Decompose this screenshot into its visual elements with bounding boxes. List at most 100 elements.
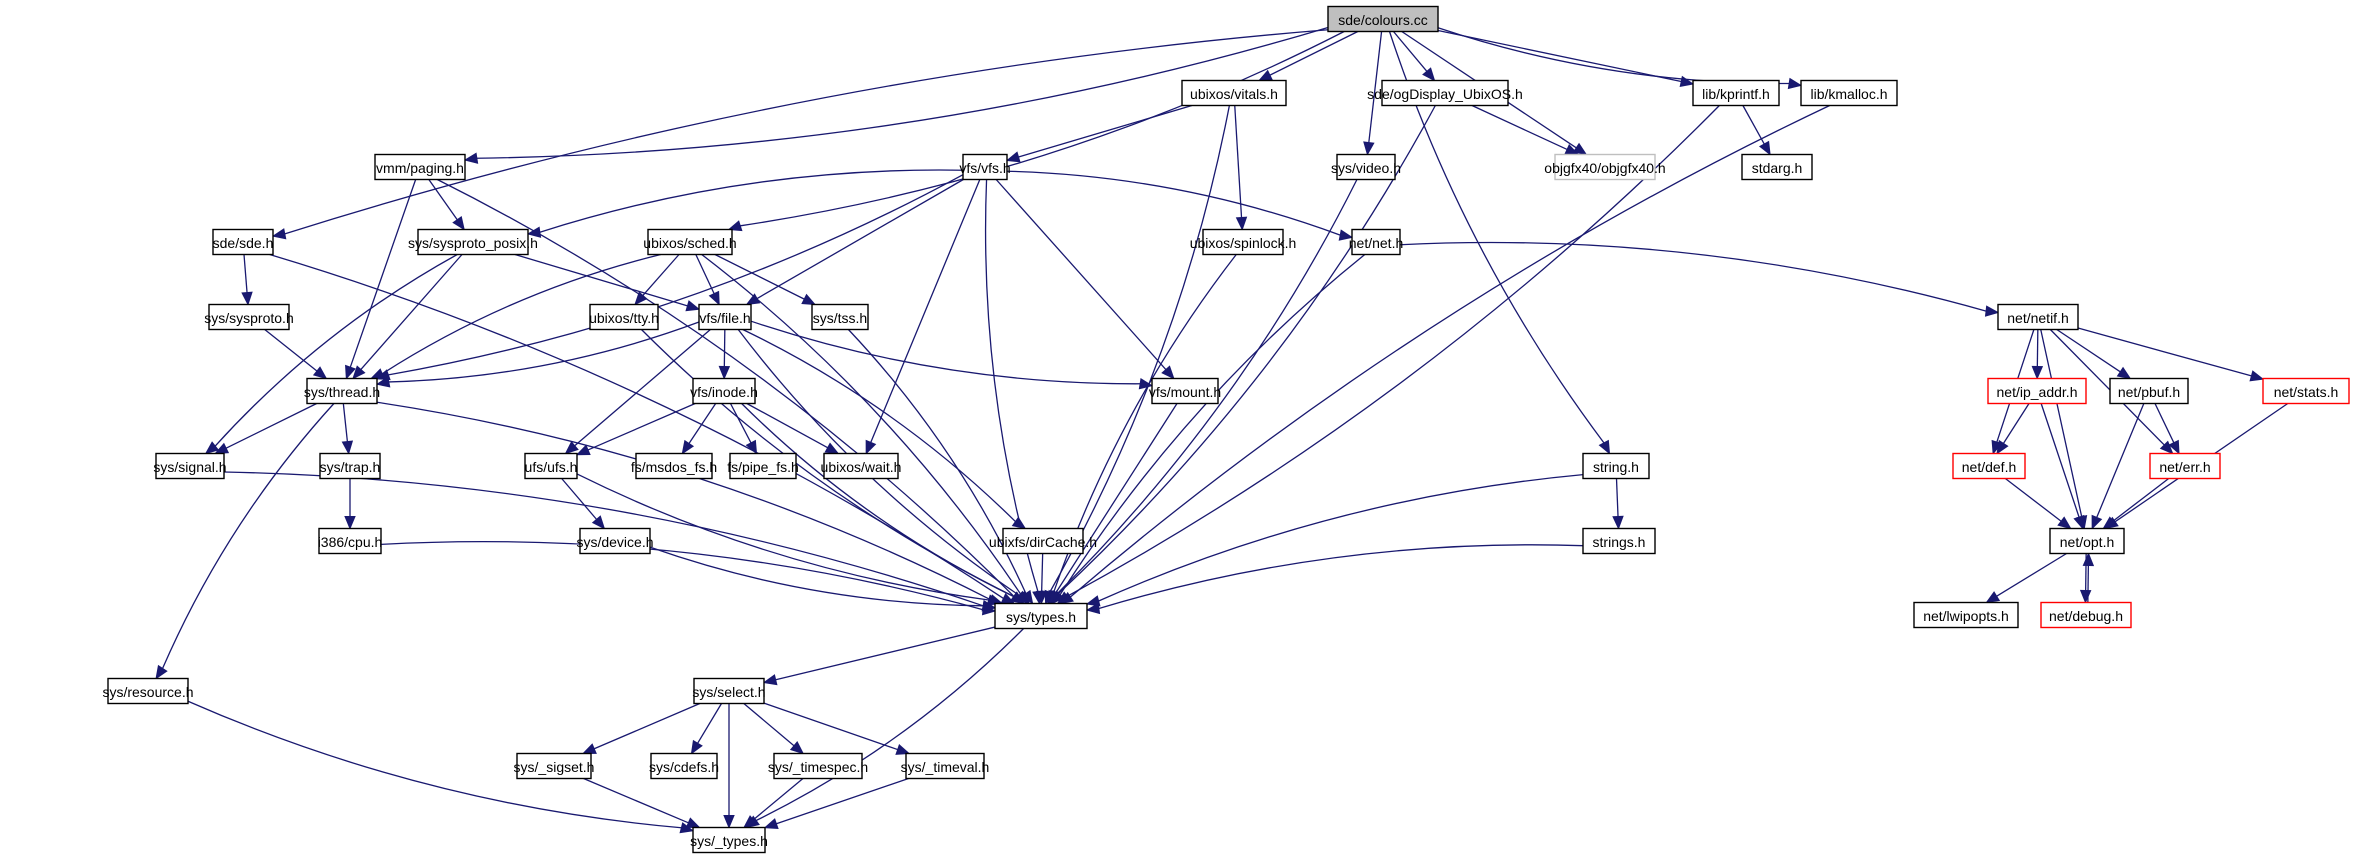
node--types[interactable]: sys/_types.h: [690, 826, 768, 854]
edge-line: [2040, 403, 2080, 518]
edge-line: [1742, 105, 1765, 145]
edge-arrowhead: [1011, 516, 1027, 530]
edge-arrowhead: [241, 291, 253, 306]
node-stats[interactable]: net/stats.h: [2262, 377, 2350, 405]
node-pbuf[interactable]: net/pbuf.h: [2109, 377, 2189, 405]
node-cpu[interactable]: i386/cpu.h: [318, 527, 383, 555]
node-ufs[interactable]: ufs/ufs.h: [524, 452, 578, 480]
node-def[interactable]: net/def.h: [1952, 452, 2026, 480]
edge-line: [1049, 105, 1231, 593]
edge-arrowhead: [1048, 589, 1061, 605]
edge-line: [2087, 565, 2090, 603]
node-debug[interactable]: net/debug.h: [2040, 601, 2132, 629]
edge-tss-to-types: [847, 329, 1034, 605]
node-sysproto[interactable]: sys/sysproto.h: [204, 303, 294, 331]
node-dircache[interactable]: ubixfs/dirCache.h: [989, 527, 1097, 555]
node-timespec[interactable]: sys/_timespec.h: [768, 752, 868, 780]
node-tty[interactable]: ubixos/tty.h: [589, 303, 659, 331]
node-lwipopts[interactable]: net/lwipopts.h: [1913, 601, 2019, 629]
edge-line: [1399, 241, 1987, 312]
node-label: lib/kmalloc.h: [1810, 86, 1887, 102]
node-signal[interactable]: sys/signal.h: [153, 452, 227, 480]
node-kprintf[interactable]: lib/kprintf.h: [1692, 79, 1780, 107]
node-thread[interactable]: sys/thread.h: [304, 377, 380, 405]
node-label: ubixos/tty.h: [589, 310, 659, 326]
edge-line: [1471, 104, 1568, 151]
node-objgfx[interactable]: objgfx40/objgfx40.h: [1544, 153, 1666, 181]
edge-line: [695, 254, 715, 294]
node-sigset[interactable]: sys/_sigset.h: [514, 752, 595, 780]
node-file[interactable]: vfs/file.h: [698, 303, 752, 331]
node-paging[interactable]: vmm/paging.h: [374, 153, 466, 181]
node-timeval[interactable]: sys/_timeval.h: [901, 752, 990, 780]
edge-arrowhead: [1758, 140, 1771, 156]
node-sysproto-posix[interactable]: sys/sysproto_posix.h: [408, 228, 538, 256]
edge-line: [776, 777, 909, 825]
node-select[interactable]: sys/select.h: [692, 677, 766, 705]
node-box: [1997, 303, 2079, 331]
node-err[interactable]: net/err.h: [2149, 452, 2221, 480]
node-box: [516, 752, 592, 780]
edge-line: [723, 329, 726, 367]
node-trap[interactable]: sys/trap.h: [319, 452, 381, 480]
node-layer: sde/colours.cc ubixos/vitals.h sde/ogDispl…: [102, 5, 2350, 854]
node-label: sys/_timespec.h: [768, 759, 868, 775]
node-netif[interactable]: net/netif.h: [1997, 303, 2079, 331]
edge-arrowhead: [1009, 591, 1025, 605]
node-wait[interactable]: ubixos/wait.h: [821, 452, 902, 480]
edge-arrowhead: [2168, 439, 2180, 455]
node-sde[interactable]: sde/sde.h: [212, 228, 274, 256]
edge-arrowhead: [685, 817, 701, 829]
node-ip-addr[interactable]: net/ip_addr.h: [1987, 377, 2087, 405]
node-sched[interactable]: ubixos/sched.h: [643, 228, 737, 256]
edge-line: [587, 402, 696, 451]
node-types[interactable]: sys/types.h: [994, 602, 1088, 630]
edge-line: [2085, 553, 2087, 591]
node-label: objgfx40/objgfx40.h: [1544, 160, 1665, 176]
node-msdos[interactable]: fs/msdos_fs.h: [631, 452, 717, 480]
node-string[interactable]: string.h: [1582, 452, 1650, 480]
node-ogdisplay[interactable]: sde/ogDisplay_UbixOS.h: [1367, 79, 1523, 107]
node-label: sys/resource.h: [102, 684, 193, 700]
edge-arrowhead: [1996, 439, 2009, 455]
node-stdarg[interactable]: stdarg.h: [1741, 153, 1813, 181]
node-tss[interactable]: sys/tss.h: [811, 303, 869, 331]
node-box: [1913, 601, 2019, 629]
node-pipe[interactable]: fs/pipe_fs.h: [727, 452, 799, 480]
node-video[interactable]: sys/video.h: [1331, 153, 1401, 181]
edge-arrowhead: [895, 743, 911, 755]
edge-arrowhead: [789, 741, 805, 755]
edge-line: [476, 26, 1329, 159]
node-vitals[interactable]: ubixos/vitals.h: [1181, 79, 1287, 107]
node-colours[interactable]: sde/colours.cc: [1327, 5, 1439, 33]
edge-line: [649, 546, 984, 607]
node-spinlock[interactable]: ubixos/spinlock.h: [1190, 228, 1297, 256]
edge-pbuf-to-err: [2154, 403, 2180, 455]
node-opt[interactable]: net/opt.h: [2049, 527, 2125, 555]
node-cdefs[interactable]: sys/cdefs.h: [649, 752, 719, 780]
node-net[interactable]: net/net.h: [1349, 228, 1404, 256]
edge-line: [243, 254, 248, 293]
edge-sysproto-posix-to-signal: [204, 253, 458, 455]
node-kmalloc[interactable]: lib/kmalloc.h: [1800, 79, 1898, 107]
edge-line: [755, 628, 1025, 822]
node-device[interactable]: sys/device.h: [576, 527, 654, 555]
edge-colours-to-paging: [463, 26, 1329, 164]
node-label: sde/ogDisplay_UbixOS.h: [1367, 86, 1523, 102]
node-strings[interactable]: strings.h: [1582, 527, 1656, 555]
node-mount[interactable]: vfs/mount.h: [1149, 377, 1221, 405]
edge-arrowhead: [2073, 514, 2085, 530]
edge-line: [539, 169, 964, 233]
node-resource[interactable]: sys/resource.h: [102, 677, 194, 705]
edge-line: [388, 174, 964, 376]
node-label: net/netif.h: [2007, 310, 2069, 326]
node-vfs[interactable]: vfs/vfs.h: [959, 153, 1011, 181]
node-inode[interactable]: vfs/inode.h: [690, 377, 758, 405]
node-label: net/pbuf.h: [2118, 384, 2180, 400]
node-box: [1692, 79, 1780, 107]
node-box: [1202, 228, 1284, 256]
node-box: [692, 826, 766, 854]
node-box: [635, 452, 713, 480]
edge-arrowhead: [575, 444, 591, 456]
edge-vfs-to-mount: [995, 179, 1175, 380]
